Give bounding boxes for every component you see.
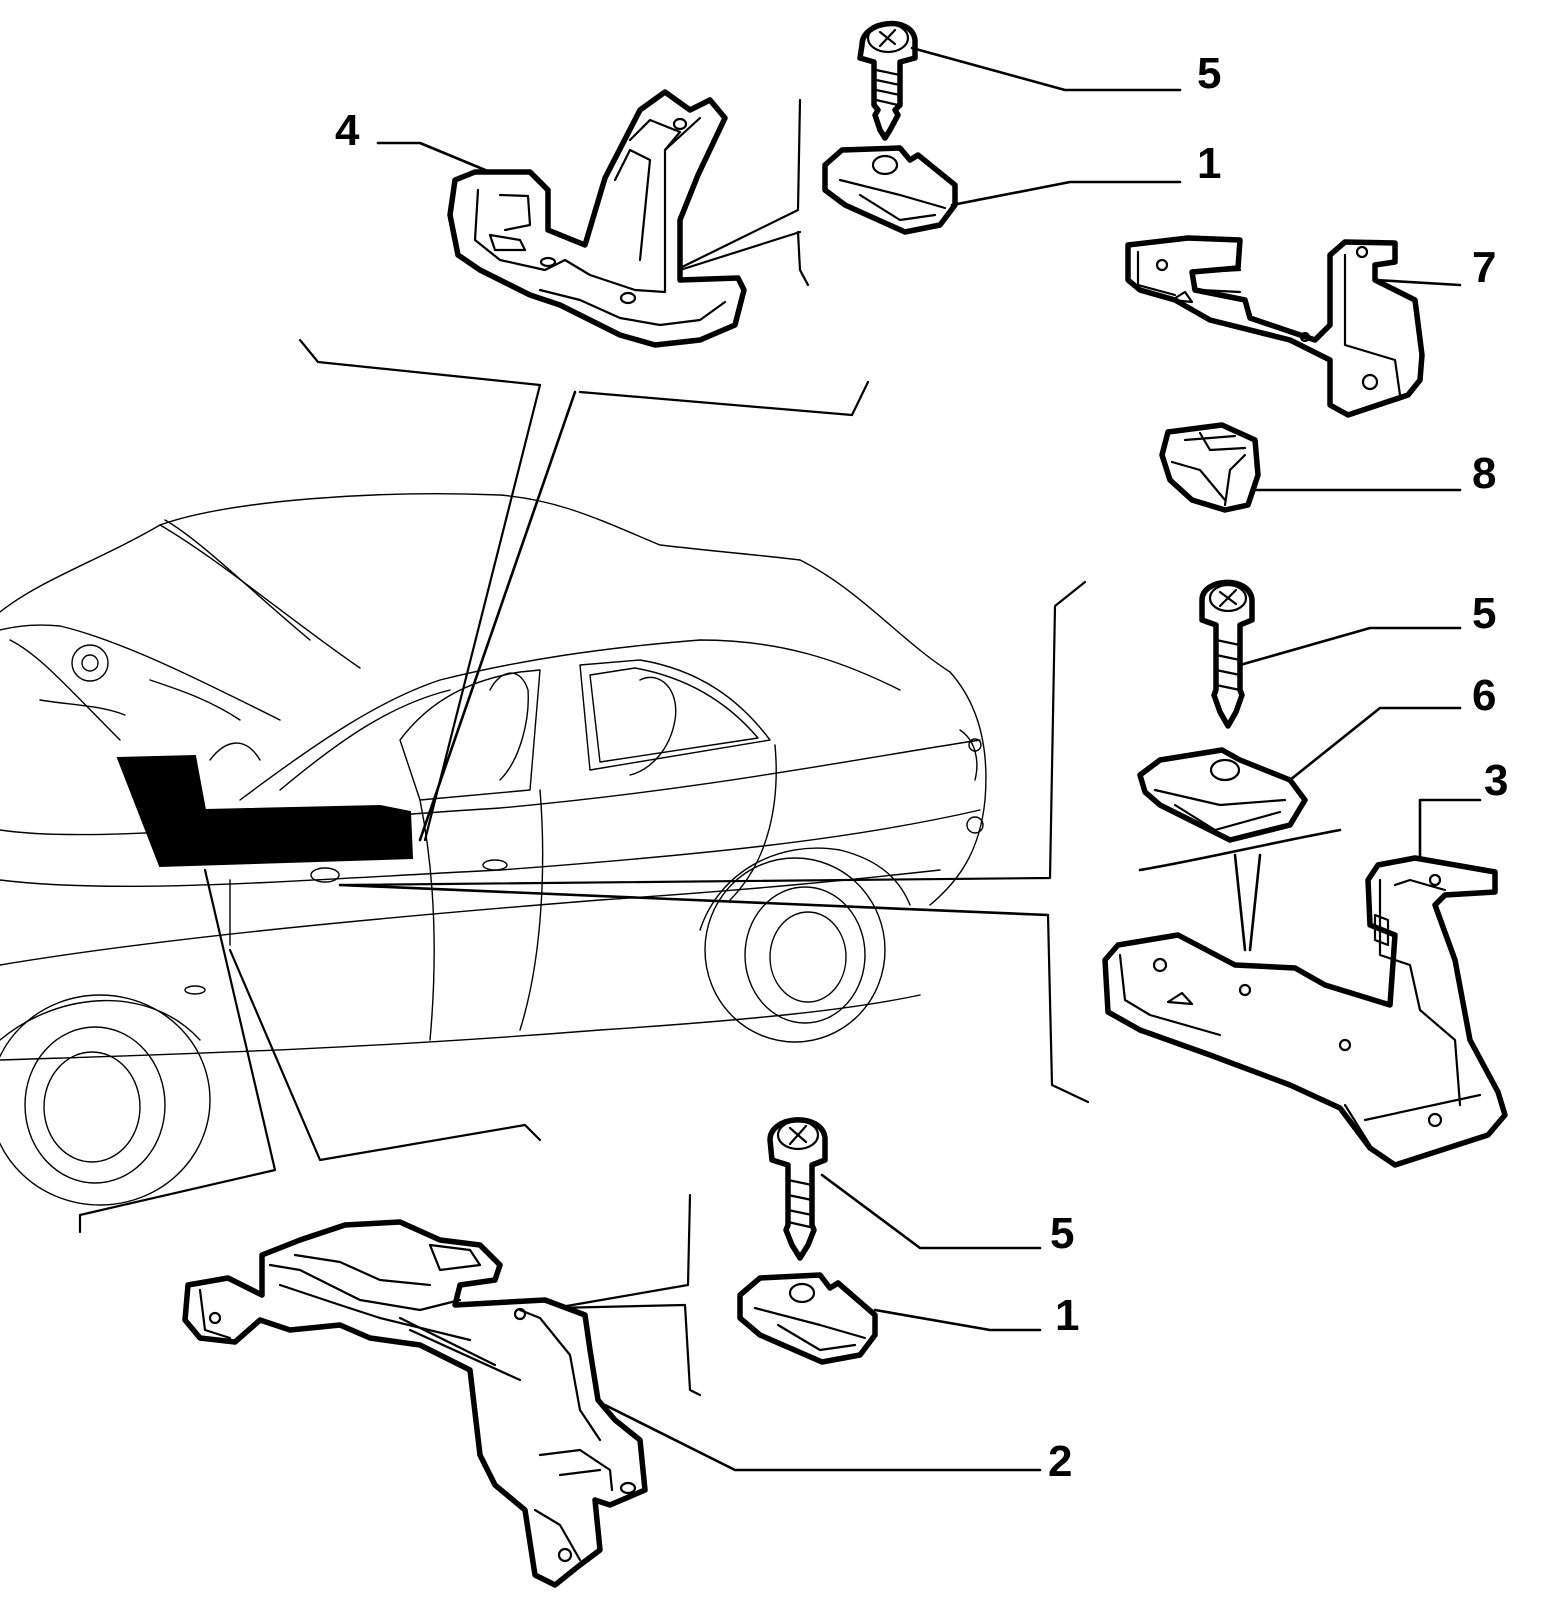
callout-4: 4 [335, 106, 360, 155]
detail-frames [78, 98, 1090, 1397]
car-outline [0, 493, 987, 1206]
leader-lines [376, 46, 1482, 1472]
part-6-clip-nut [1137, 747, 1308, 843]
callout-6: 6 [1472, 671, 1496, 720]
part-1-clip-bottom [737, 1272, 878, 1365]
callout-2: 2 [1048, 1437, 1072, 1486]
callout-5-top: 5 [1197, 49, 1221, 98]
callout-3: 3 [1484, 756, 1508, 805]
part-7-bracket [1125, 235, 1425, 418]
highlighted-area [116, 754, 414, 868]
callout-7: 7 [1472, 243, 1496, 292]
part-2-bracket [182, 1219, 648, 1588]
part-8-plug [1159, 422, 1261, 513]
part-4-bracket [447, 89, 747, 348]
callout-1-bottom: 1 [1055, 1291, 1079, 1340]
callout-labels: 5 1 4 7 8 5 6 3 5 1 2 [335, 49, 1508, 1486]
part-5-screw-middle [1199, 579, 1255, 729]
part-5-screw-top [857, 20, 918, 141]
part-3-bracket [1102, 855, 1508, 1168]
part-1-clip-top [822, 145, 958, 235]
callout-5-bottom: 5 [1050, 1209, 1074, 1258]
part-5-screw-bottom [767, 1117, 828, 1261]
callout-1-top: 1 [1197, 139, 1221, 188]
callout-5-middle: 5 [1472, 589, 1496, 638]
callout-8: 8 [1472, 449, 1496, 498]
